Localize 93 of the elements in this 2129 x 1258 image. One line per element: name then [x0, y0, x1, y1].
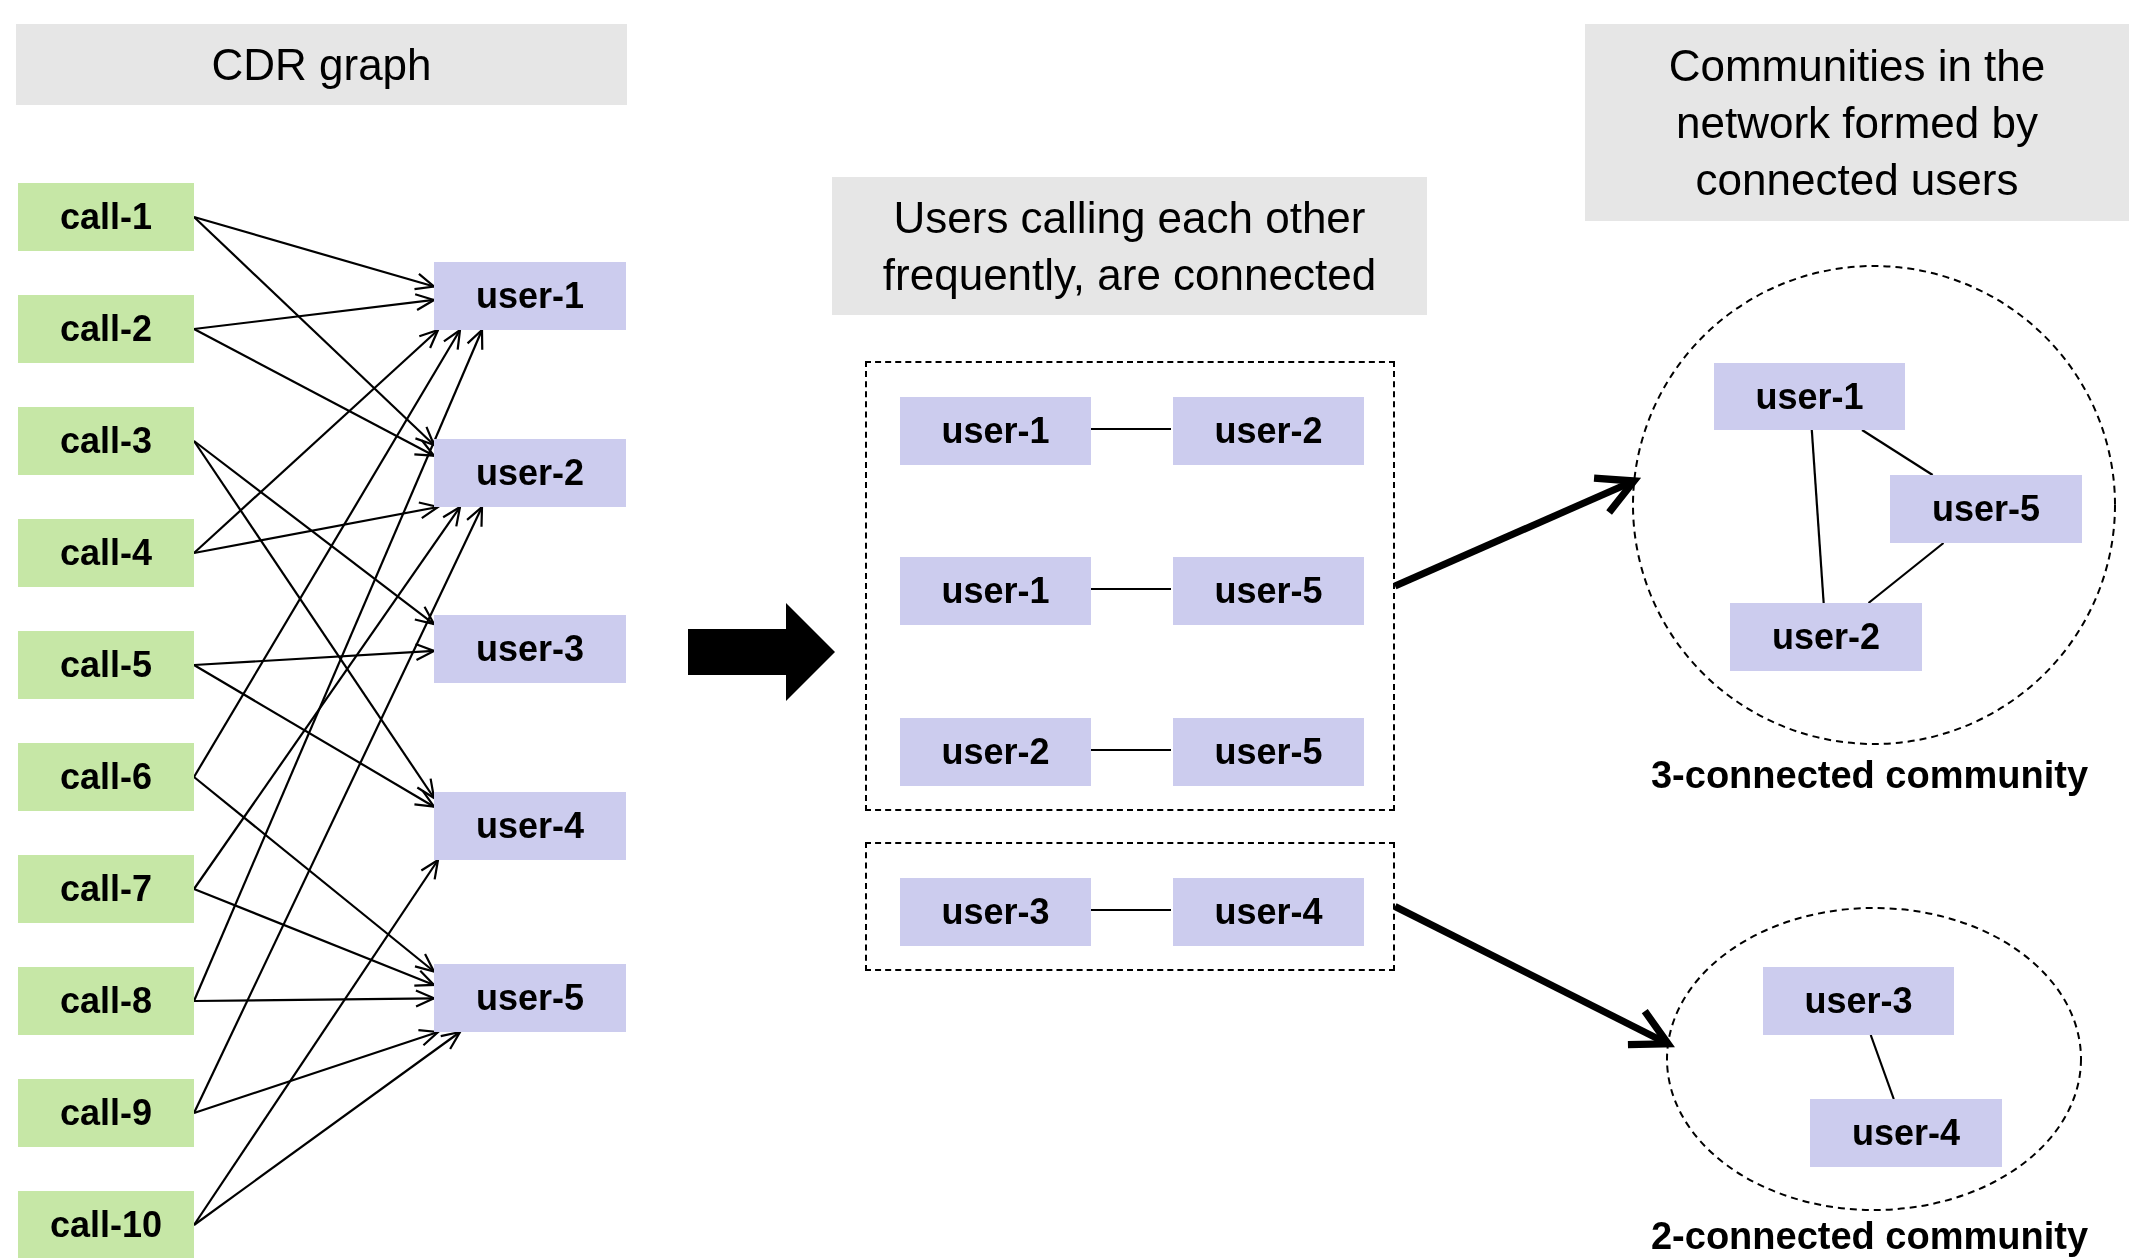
- call-box: [18, 1191, 194, 1258]
- arrow: [193, 642, 436, 667]
- dashed-group-box: [865, 361, 1395, 811]
- node-label: user-3: [941, 890, 1050, 934]
- user-box: [1714, 363, 1905, 430]
- dashed-circle: [1666, 907, 2082, 1211]
- user-box: [900, 397, 1091, 465]
- node-label: user-5: [1214, 730, 1323, 774]
- arrow: [193, 215, 436, 291]
- user-box: [1173, 397, 1364, 465]
- node-label: user-5: [1214, 569, 1323, 613]
- connector-line: [1810, 429, 1825, 604]
- call-box: [18, 631, 194, 699]
- arrow: [193, 328, 440, 554]
- arrow: [193, 1030, 462, 1226]
- user-box: [1730, 603, 1922, 671]
- arrow: [194, 989, 436, 1008]
- arrow: [1393, 474, 1638, 590]
- node-label: user-2: [475, 451, 585, 495]
- node-label: call-2: [59, 307, 153, 351]
- call-box: [18, 855, 194, 923]
- node-label: user-1: [941, 569, 1050, 613]
- connector-line: [1861, 429, 1934, 476]
- user-box: [900, 878, 1091, 946]
- connector-line: [1869, 1034, 1895, 1100]
- arrow: [193, 328, 436, 457]
- arrow: [193, 501, 440, 555]
- node-label: user-2: [1214, 409, 1323, 453]
- user-box: [1173, 718, 1364, 786]
- user-box: [434, 262, 626, 330]
- node-label: call-3: [59, 419, 153, 463]
- user-box: [900, 557, 1091, 625]
- user-box: [1810, 1099, 2002, 1167]
- node-label: call-1: [59, 195, 153, 239]
- node-label: Communities in the network formed by connected users: [1667, 39, 2047, 207]
- call-box: [18, 295, 194, 363]
- arrow: [193, 440, 436, 626]
- node-label: user-2: [941, 730, 1050, 774]
- user-box: [434, 615, 626, 683]
- arrow: [193, 505, 484, 1114]
- call-box: [18, 183, 194, 251]
- arrow: [193, 328, 484, 1002]
- user-box: [434, 439, 626, 507]
- user-box: [1890, 475, 2082, 543]
- header-band: [832, 177, 1427, 315]
- node-label: call-7: [59, 867, 153, 911]
- node-label: user-1: [941, 409, 1050, 453]
- user-box: [1763, 967, 1954, 1035]
- header-band: [16, 24, 627, 105]
- node-label: call-10: [49, 1203, 163, 1247]
- arrow: [193, 328, 462, 778]
- arrow: [193, 440, 436, 800]
- node-label: user-3: [1804, 979, 1913, 1023]
- node-label: user-5: [475, 976, 585, 1020]
- node-label: call-5: [59, 643, 153, 687]
- node-label: CDR graph: [211, 38, 432, 91]
- node-label: call-9: [59, 1091, 153, 1135]
- user-box: [900, 718, 1091, 786]
- community-caption: 3-connected community: [1649, 755, 2090, 797]
- user-box: [434, 792, 626, 860]
- node-label: user-4: [475, 804, 585, 848]
- call-box: [18, 519, 194, 587]
- user-box: [434, 964, 626, 1032]
- node-label: user-4: [1214, 890, 1323, 934]
- arrow: [193, 1029, 440, 1115]
- node-label: Users calling each other frequently, are connected: [881, 191, 1378, 301]
- community-caption: 2-connected community: [1649, 1216, 2090, 1258]
- arrow: [193, 887, 436, 987]
- node-label: user-5: [1931, 487, 2041, 531]
- call-box: [18, 967, 194, 1035]
- arrow: [193, 664, 436, 808]
- node-label: user-1: [1755, 374, 1864, 419]
- arrow: [193, 776, 436, 973]
- dashed-circle: [1632, 265, 2116, 745]
- node-label: user-3: [475, 627, 585, 671]
- user-box: [1173, 557, 1364, 625]
- node-label: call-8: [59, 979, 153, 1023]
- node-label: call-6: [59, 755, 153, 799]
- connector-line: [1867, 542, 1945, 604]
- arrow: [1393, 903, 1672, 1049]
- arrow: [193, 216, 436, 447]
- node-label: call-4: [59, 531, 153, 575]
- arrow: [193, 505, 462, 890]
- dashed-group-box: [865, 842, 1395, 971]
- header-band: [1585, 24, 2129, 221]
- node-label: user-2: [1771, 615, 1881, 659]
- user-box: [1173, 878, 1364, 946]
- call-box: [18, 743, 194, 811]
- call-box: [18, 1079, 194, 1147]
- node-label: user-4: [1851, 1111, 1961, 1155]
- call-box: [18, 407, 194, 475]
- node-label: user-1: [475, 274, 585, 318]
- arrow: [193, 293, 436, 331]
